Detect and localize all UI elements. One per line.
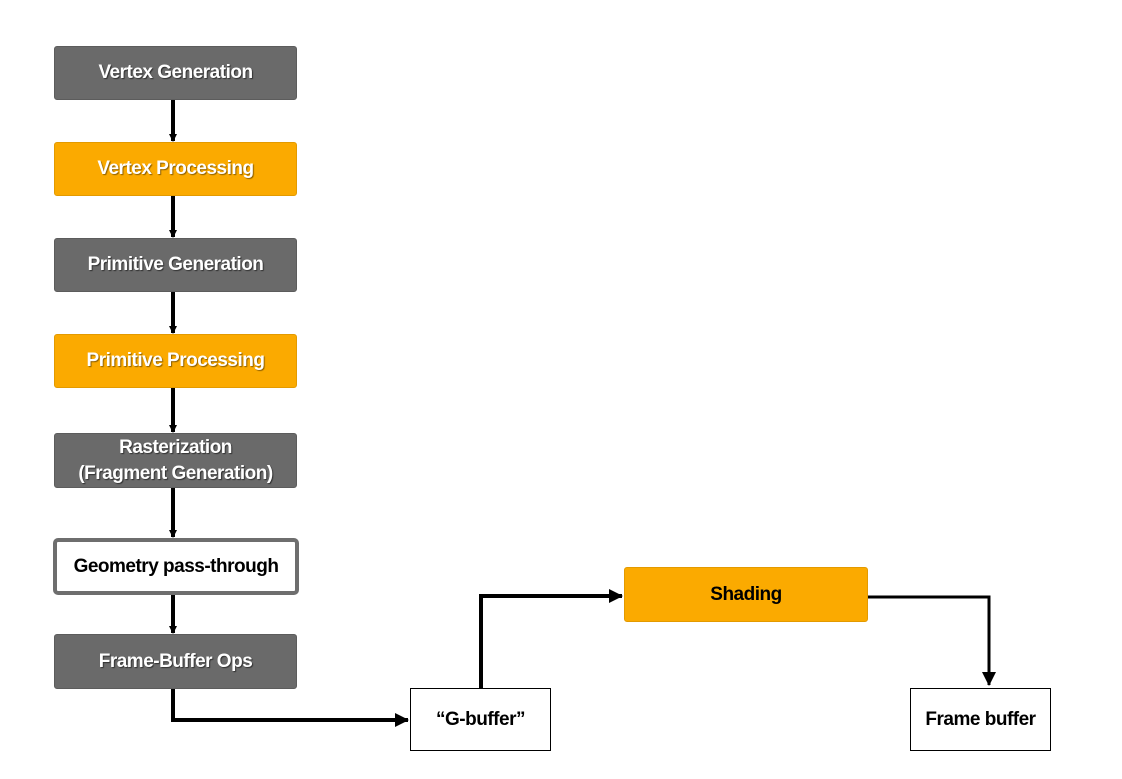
stage-frame-buffer-ops: Frame-Buffer Ops (54, 634, 297, 689)
shading-box: Shading (624, 567, 868, 622)
arrow-frame-buffer-ops-to-gbuffer (171, 689, 409, 727)
stage-label: Geometry pass-through (73, 555, 279, 577)
shading-label: Shading (710, 583, 782, 605)
stage-vertex-generation: Vertex Generation (54, 46, 297, 100)
stage-rasterization: Rasterization (Fragment Generation) (54, 433, 297, 488)
gbuffer-box: “G-buffer” (410, 688, 551, 751)
stage-label: Primitive Processing (86, 350, 265, 371)
stage-primitive-generation: Primitive Generation (54, 238, 297, 292)
arrow-gbuffer-to-shading (479, 589, 623, 688)
stage-label: Rasterization (Fragment Generation) (78, 436, 273, 484)
stage-primitive-processing: Primitive Processing (54, 334, 297, 388)
stage-label: Primitive Generation (87, 254, 264, 275)
frame-buffer-box: Frame buffer (910, 688, 1051, 751)
stage-vertex-processing: Vertex Processing (54, 142, 297, 196)
arrow-shading-to-frame-buffer (868, 595, 996, 686)
stage-label: Frame-Buffer Ops (98, 650, 253, 672)
frame-buffer-label: Frame buffer (925, 708, 1036, 730)
gbuffer-label: “G-buffer” (436, 708, 525, 730)
stage-label: Vertex Processing (97, 158, 254, 179)
stage-geometry-pass-through: Geometry pass-through (53, 538, 299, 595)
stage-label: Vertex Generation (98, 62, 253, 83)
